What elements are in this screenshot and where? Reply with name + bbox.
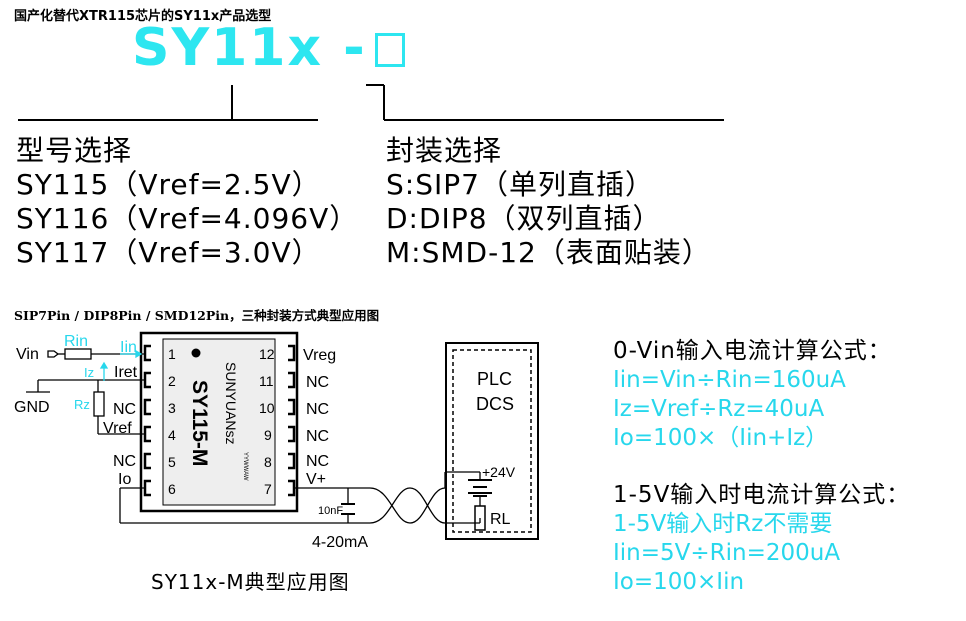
formula-title: 0-Vin输入电流计算公式： <box>613 338 892 364</box>
formula-line: Iin=Vin÷Rin=160uA <box>613 367 846 393</box>
package-selection: 封装选择 S:SIP7（单列直插） D:DIP8（双列直插） M:SMD-12（… <box>386 134 711 270</box>
dcs-label: DCS <box>476 394 514 414</box>
pin-label: Vreg <box>303 347 336 364</box>
pin-number: 10 <box>259 400 275 416</box>
formula-line: Io=100×Iin <box>613 569 745 595</box>
circuit-caption: SY11x-M典型应用图 <box>151 570 350 594</box>
cap-label: 10nF <box>318 505 343 517</box>
pin-lead <box>288 371 296 389</box>
chip-date-code: YYWWAW <box>242 452 248 481</box>
formula-block-vin: 0-Vin输入电流计算公式： Iin=Vin÷Rin=160uA Iz=Vref… <box>613 337 892 453</box>
pin-label: NC <box>306 453 329 470</box>
formula-line: 1-5V输入时Rz不需要 <box>613 511 833 537</box>
formula-line: Io=100×（Iin+Iz） <box>613 425 829 451</box>
vin-label: Vin <box>16 346 39 363</box>
pin-number: 6 <box>168 481 176 497</box>
pin-number: 9 <box>264 427 272 443</box>
pin1-dot <box>191 348 201 358</box>
twisted-pair <box>369 487 446 524</box>
rz-resistor <box>93 391 105 417</box>
model-option: SY116（Vref=4.096V） <box>16 202 359 235</box>
pin-number: 11 <box>259 373 274 389</box>
part-code: SY11x - <box>132 18 405 78</box>
pin-label: NC <box>306 401 329 418</box>
pin-number: 8 <box>264 454 272 470</box>
pin-number: 2 <box>168 373 176 389</box>
pin-label: Iin <box>120 339 137 356</box>
plc-dcs-box <box>445 342 539 540</box>
iin-arrow <box>120 349 143 359</box>
pin-lead <box>288 452 296 470</box>
pin-lead <box>143 344 151 362</box>
rl-label: RL <box>490 511 511 528</box>
pin-label: NC <box>113 453 136 470</box>
package-option: S:SIP7（单列直插） <box>386 168 654 201</box>
formula-title: 1-5V输入时电流计算公式： <box>613 482 911 508</box>
plc-label: PLC <box>477 369 512 389</box>
capacitor-symbol <box>341 503 355 515</box>
package-placeholder-box <box>374 33 405 67</box>
pin-number: 12 <box>259 346 275 362</box>
formula-line: Iz=Vref÷Rz=40uA <box>613 396 825 422</box>
pin-lead <box>288 425 296 443</box>
battery-symbol <box>468 479 492 497</box>
pin-label: V+ <box>306 471 326 488</box>
package-option: D:DIP8（双列直插） <box>386 202 662 235</box>
supply-label: +24V <box>482 464 516 480</box>
chip-die <box>162 338 276 506</box>
pin-label: NC <box>306 374 329 391</box>
application-section-title: SIP7Pin / DIP8Pin / SMD12Pin，三种封装方式典型应用图 <box>14 308 380 323</box>
page-header-title: 国产化替代XTR115芯片的SY11x产品选型 <box>14 9 272 24</box>
part-code-text: SY11x - <box>132 18 367 78</box>
rin-resistor <box>64 348 92 360</box>
pin-label: Vref <box>103 420 132 437</box>
pin-lead <box>288 398 296 416</box>
pin-lead <box>143 452 151 470</box>
pin-lead <box>288 344 296 362</box>
rin-label: Rin <box>64 333 88 350</box>
chip-brand: SUNYUANsz <box>223 362 239 444</box>
model-option: SY115（Vref=2.5V） <box>16 168 321 201</box>
gnd-label: GND <box>14 399 50 416</box>
model-selection: 型号选择 SY115（Vref=2.5V） SY116（Vref=4.096V）… <box>16 134 358 270</box>
loop-current-label: 4-20mA <box>312 534 368 551</box>
pin-number: 5 <box>168 454 176 470</box>
pin-label: NC <box>306 428 329 445</box>
formula-block-15v: 1-5V输入时电流计算公式： 1-5V输入时Rz不需要 Iin=5V÷Rin=2… <box>613 481 910 597</box>
twisted-pair <box>369 487 446 524</box>
vin-terminal <box>47 350 60 358</box>
iz-label: Iz <box>84 365 94 380</box>
formula-line: Iin=5V÷Rin=200uA <box>613 540 841 566</box>
iz-arrow <box>99 361 109 381</box>
package-selection-title: 封装选择 <box>386 134 503 167</box>
model-option: SY117（Vref=3.0V） <box>16 236 321 269</box>
pin-label: NC <box>113 401 136 418</box>
rl-resistor <box>474 505 486 531</box>
pin-number: 3 <box>168 400 176 416</box>
model-selection-title: 型号选择 <box>16 134 133 167</box>
pin-number: 4 <box>168 427 176 443</box>
chip-part-number: SY115-M <box>188 380 211 466</box>
pin-number: 7 <box>264 481 272 497</box>
pin-label: Io <box>118 471 131 488</box>
package-option: M:SMD-12（表面贴装） <box>386 236 711 269</box>
pin-number: 1 <box>168 346 176 362</box>
plc-dcs-inner <box>452 349 532 533</box>
pin-lead <box>143 398 151 416</box>
rz-label: Rz <box>74 397 90 412</box>
pin-label: Iret <box>114 364 138 381</box>
